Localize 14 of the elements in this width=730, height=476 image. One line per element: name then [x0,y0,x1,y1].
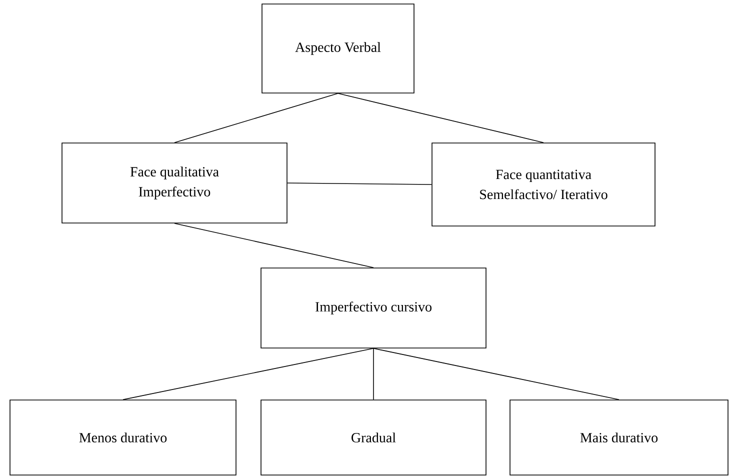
connector-line [338,93,544,143]
box: Face quantitativa Semelfactivo/ Iterativo [432,142,656,226]
box: Imperfectivo cursivo [260,268,486,348]
connector-line [287,182,432,185]
connector-line [174,223,374,268]
connector-line [122,348,374,400]
connector-line [373,348,374,400]
connector-line [174,93,338,143]
box: Face qualitativa Imperfectivo [62,142,288,224]
box: Mais durativo [510,400,728,476]
box: Aspecto Verbal [262,4,414,94]
box: Menos durativo [10,400,236,476]
box: Gradual [260,400,486,476]
connector-line [373,348,620,400]
